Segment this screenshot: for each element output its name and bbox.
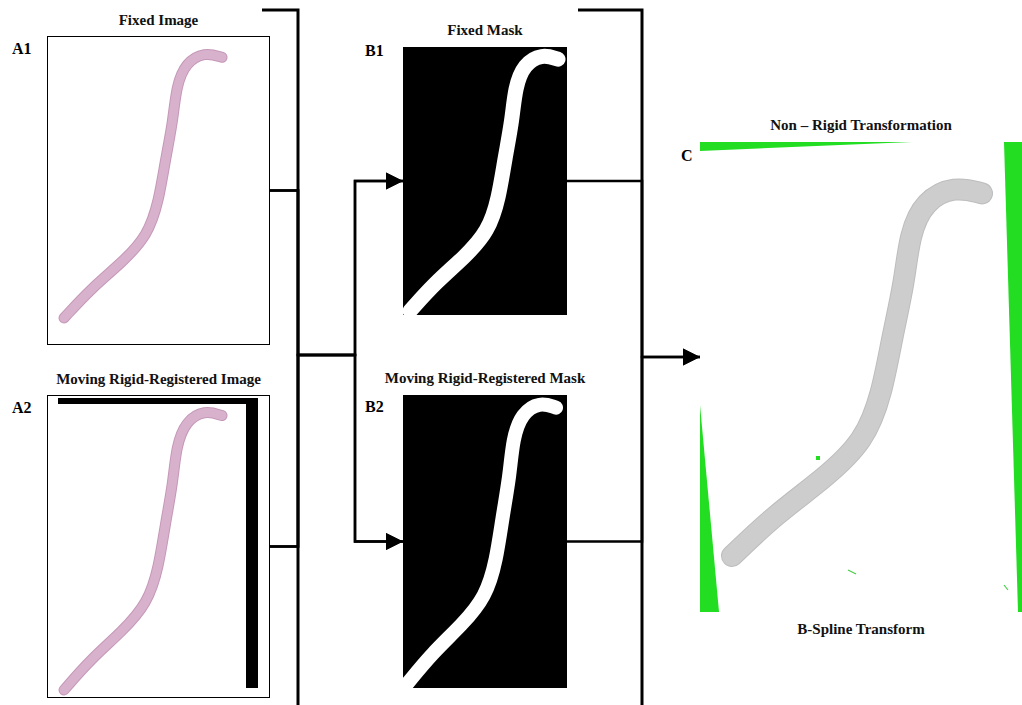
deformation-wedge: [700, 405, 719, 612]
flow-arrow: [567, 181, 700, 357]
panel-label: A1: [12, 40, 32, 58]
tissue-section: [64, 413, 222, 690]
tissue-edge: [64, 413, 222, 690]
deformation-wedge: [1004, 142, 1022, 612]
padding-bar: [246, 398, 258, 688]
group-bracket: [578, 10, 642, 705]
tissue-edge: [407, 405, 556, 684]
panel-heading: Non – Rigid Transformation: [768, 116, 954, 134]
tissue-edge: [732, 189, 982, 556]
deformation-speck: [1004, 585, 1008, 590]
image-panel: Moving Rigid-Registered Mask: [403, 395, 567, 688]
mask-ground: [403, 395, 567, 688]
tissue-edge: [64, 54, 222, 318]
deformation-speck: [816, 456, 820, 460]
tissue-section: [732, 189, 982, 556]
tissue-section: [407, 405, 556, 684]
deformation-wedge: [700, 142, 912, 151]
tissue-section: [64, 54, 222, 318]
flow-arrow: [270, 181, 403, 547]
mask-ground: [403, 47, 567, 315]
group-bracket: [262, 10, 298, 705]
image-panel: Moving Rigid-Registered Image: [47, 395, 270, 698]
image-panel: Fixed Image: [47, 36, 270, 345]
panel-heading: Fixed Mask: [445, 21, 524, 39]
flow-arrow: [270, 181, 403, 355]
panel-heading: Moving Rigid-Registered Mask: [383, 369, 588, 387]
tissue-edge: [410, 56, 558, 311]
flow-arrow: [270, 191, 403, 542]
image-panel: Fixed Mask: [403, 47, 567, 315]
panel-footer: B-Spline Transform: [795, 620, 926, 638]
padding-bar: [58, 398, 258, 404]
deformation-speck: [848, 570, 856, 574]
panel-heading: Moving Rigid-Registered Image: [54, 370, 263, 388]
tissue-section: [410, 56, 558, 311]
panel-label: B1: [365, 42, 384, 60]
panel-heading: Fixed Image: [117, 11, 201, 29]
image-panel: Non – Rigid TransformationB-Spline Trans…: [700, 142, 1022, 612]
panel-label: C: [681, 147, 693, 165]
panel-label: B2: [365, 398, 384, 416]
panel-label: A2: [12, 399, 32, 417]
